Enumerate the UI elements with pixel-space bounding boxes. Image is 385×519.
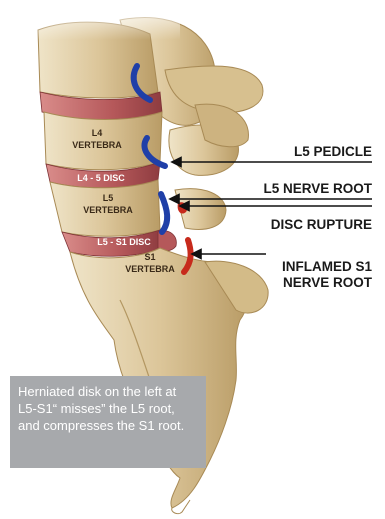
arrowhead-inflamed-s1 <box>192 250 201 259</box>
inflamed-s1-label-line1: INFLAMED S1 <box>282 259 372 274</box>
s1-label-line1: S1 <box>144 252 155 262</box>
inflamed-s1-nerve-root <box>184 240 191 272</box>
l5-nerve-root <box>161 194 167 232</box>
caption-text: Herniated disk on the left at L5-S1“ mis… <box>18 384 184 433</box>
l5-pedicle-label: L5 PEDICLE <box>294 144 372 159</box>
l4-label-line2: VERTEBRA <box>72 140 122 150</box>
disc-rupture-label: DISC RUPTURE <box>271 217 372 232</box>
l4-label-line1: L4 <box>92 128 103 138</box>
l5-label-line1: L5 <box>103 193 114 203</box>
l5-label-line2: VERTEBRA <box>83 205 133 215</box>
inflamed-s1-label-line2: NERVE ROOT <box>283 275 373 290</box>
caption-box: Herniated disk on the left at L5-S1“ mis… <box>10 376 206 468</box>
disc-l5-s1-label: L5 - S1 DISC <box>97 237 151 247</box>
s1-label-line2: VERTEBRA <box>125 264 175 274</box>
disc-l4-l5-label: L4 - 5 DISC <box>77 173 125 183</box>
l5-nerve-root-label: L5 NERVE ROOT <box>263 181 372 196</box>
arrowhead-l5-nerve-root <box>170 195 179 204</box>
